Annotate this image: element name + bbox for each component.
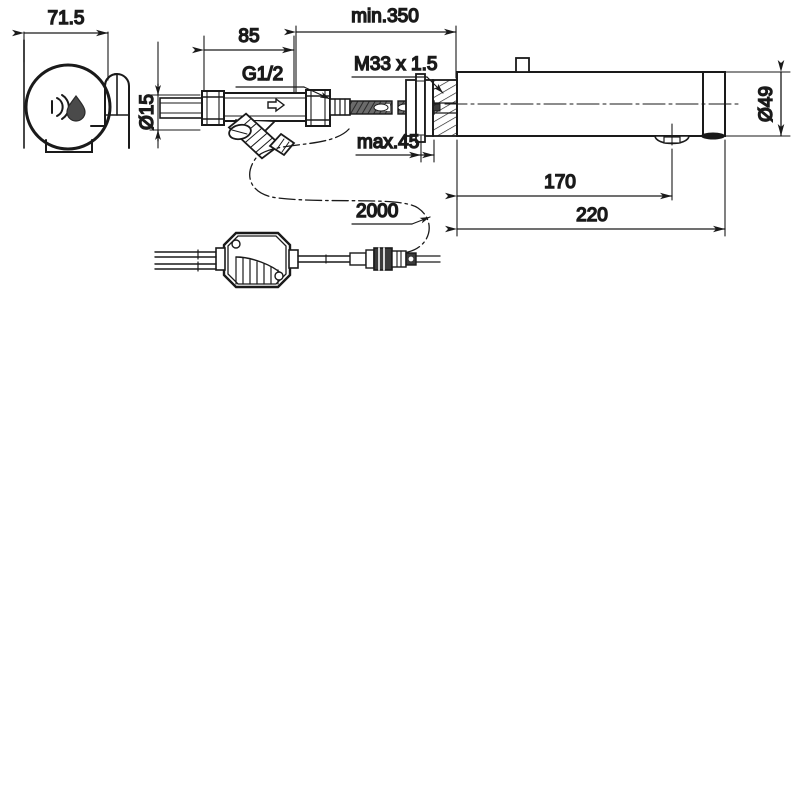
sensor-plate-circle bbox=[24, 63, 112, 151]
dim-label-max-45: max.45 bbox=[357, 132, 419, 153]
psu-screw-bottom bbox=[274, 271, 284, 281]
dim-min-350 bbox=[284, 25, 457, 93]
dim-label-min-350: min.350 bbox=[351, 6, 419, 27]
cylindrical-spout-body bbox=[444, 57, 741, 153]
threaded-shank-m33 bbox=[432, 79, 458, 137]
flexible-hose bbox=[349, 100, 393, 115]
dim-label-71-5: 71.5 bbox=[48, 8, 85, 29]
end-cap-shadow bbox=[701, 132, 725, 140]
power-supply-box bbox=[215, 231, 299, 289]
leader-2000 bbox=[351, 216, 431, 225]
dim-label-diameter-49: Ø49 bbox=[756, 86, 777, 122]
dim-diameter-15 bbox=[149, 41, 201, 149]
cable-plug-connector bbox=[349, 247, 441, 271]
dim-max-45 bbox=[355, 135, 435, 163]
top-vent-stub bbox=[515, 57, 530, 73]
psu-screw-top bbox=[231, 239, 241, 249]
dim-label-2000: 2000 bbox=[356, 201, 398, 222]
proximity-waves-icon bbox=[51, 94, 70, 120]
sensor-base-tab bbox=[45, 139, 93, 153]
hose-connector-ribs bbox=[329, 98, 351, 116]
psu-output-cable bbox=[297, 254, 351, 264]
wall-sensor-plate-view bbox=[23, 39, 130, 153]
cable-routing-path bbox=[249, 128, 430, 255]
valve-body bbox=[223, 92, 307, 122]
inlet-hex-nut bbox=[201, 90, 225, 126]
dim-71-5 bbox=[12, 29, 109, 81]
inlet-pipe bbox=[159, 97, 203, 119]
outlet-hex-nut bbox=[305, 89, 331, 127]
flow-direction-arrow bbox=[267, 97, 286, 113]
leader-g12 bbox=[235, 86, 331, 100]
dim-label-85: 85 bbox=[238, 26, 259, 47]
dim-label-170: 170 bbox=[544, 172, 576, 193]
psu-gland-right bbox=[288, 249, 299, 269]
dim-diameter-49 bbox=[724, 60, 791, 137]
dim-220 bbox=[445, 139, 726, 237]
angle-filter-valve-assembly bbox=[159, 73, 458, 160]
bracket-curve-top bbox=[104, 73, 118, 87]
leader-m33 bbox=[351, 76, 444, 94]
psu-gland-left bbox=[215, 247, 226, 271]
dim-label-diameter-15: Ø15 bbox=[137, 94, 158, 130]
mains-wires bbox=[154, 249, 217, 272]
dim-label-g12: G1/2 bbox=[242, 64, 283, 85]
dim-label-220: 220 bbox=[576, 205, 608, 226]
dim-label-m33: M33 x 1.5 bbox=[354, 54, 437, 75]
filter-strainer-branch bbox=[227, 112, 296, 160]
aerator-outlet bbox=[654, 123, 690, 153]
dim-170 bbox=[445, 139, 673, 201]
water-droplet-icon bbox=[66, 94, 86, 122]
dim-85 bbox=[192, 35, 295, 93]
